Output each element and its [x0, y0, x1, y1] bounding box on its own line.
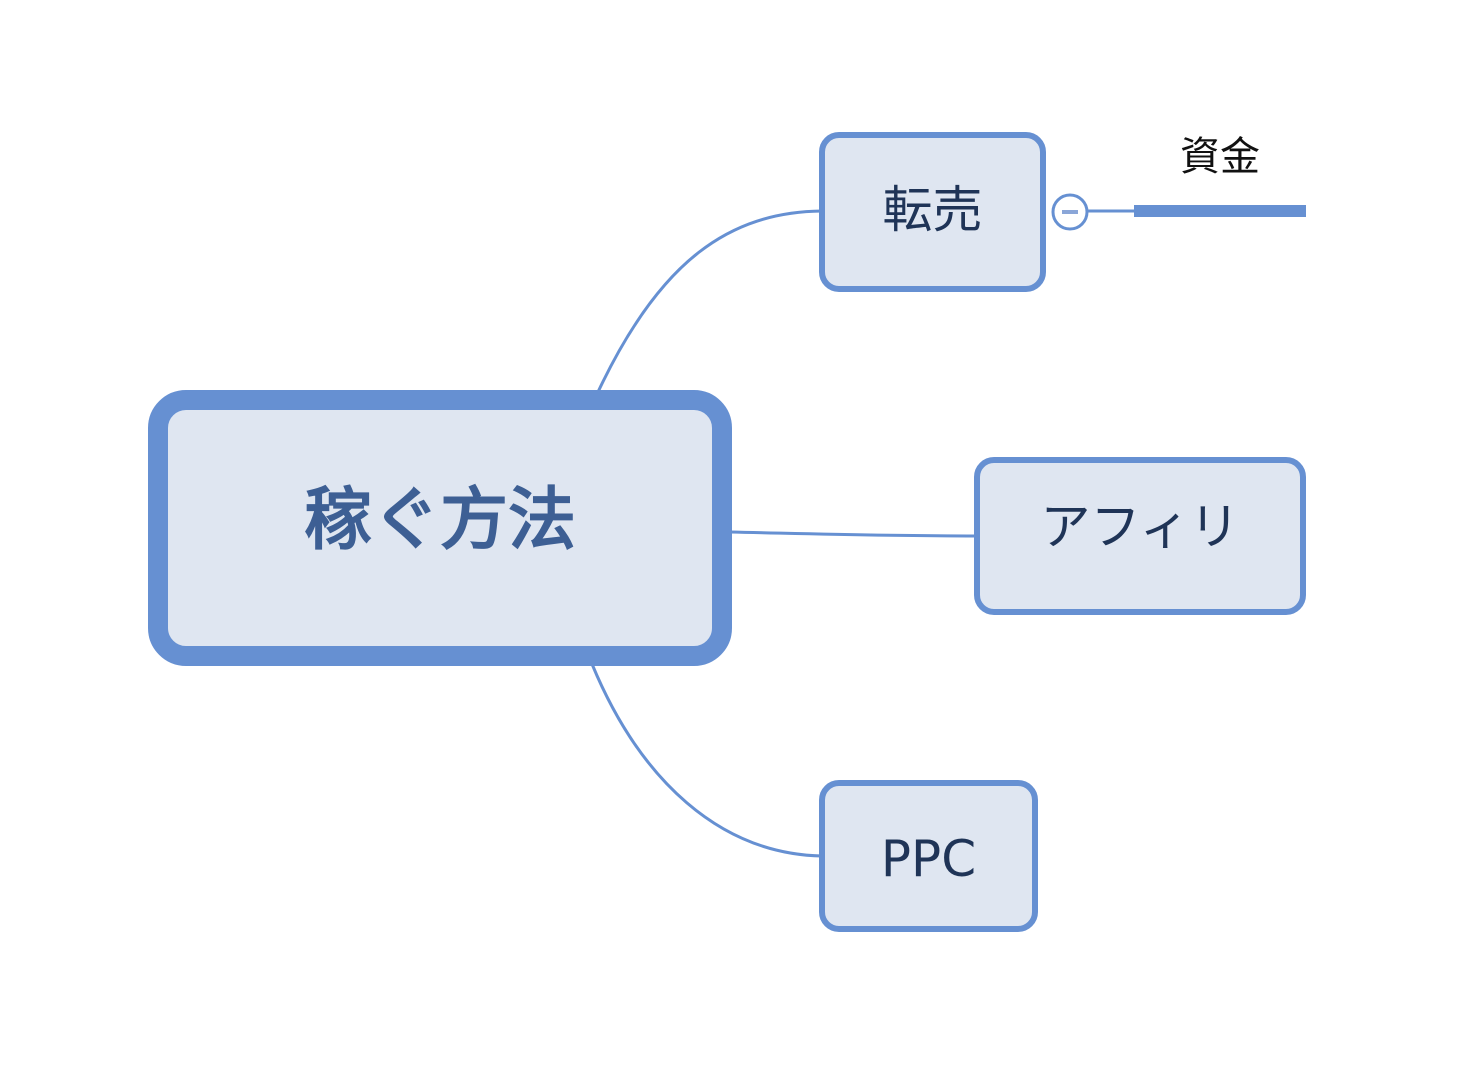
- topic-tenbai-label: 転売: [882, 181, 983, 239]
- central-topic[interactable]: 稼ぐ方法: [148, 390, 732, 666]
- subtopic-shikin-label: 資金: [1180, 134, 1260, 180]
- topic-ppc[interactable]: PPC: [819, 780, 1038, 932]
- connector-central-affili: [729, 530, 979, 538]
- minus-circle-icon[interactable]: [1051, 193, 1089, 231]
- topic-affili-label: アフィリ: [1040, 498, 1240, 556]
- topic-ppc-label: PPC: [880, 830, 977, 888]
- topic-affili[interactable]: アフィリ: [974, 457, 1306, 615]
- subtopic-shikin[interactable]: 資金: [1140, 124, 1300, 182]
- topic-tenbai[interactable]: 転売: [819, 132, 1046, 292]
- connector-central-tenbai: [596, 209, 823, 393]
- central-topic-label: 稼ぐ方法: [303, 480, 576, 560]
- connector-central-ppc: [590, 663, 823, 858]
